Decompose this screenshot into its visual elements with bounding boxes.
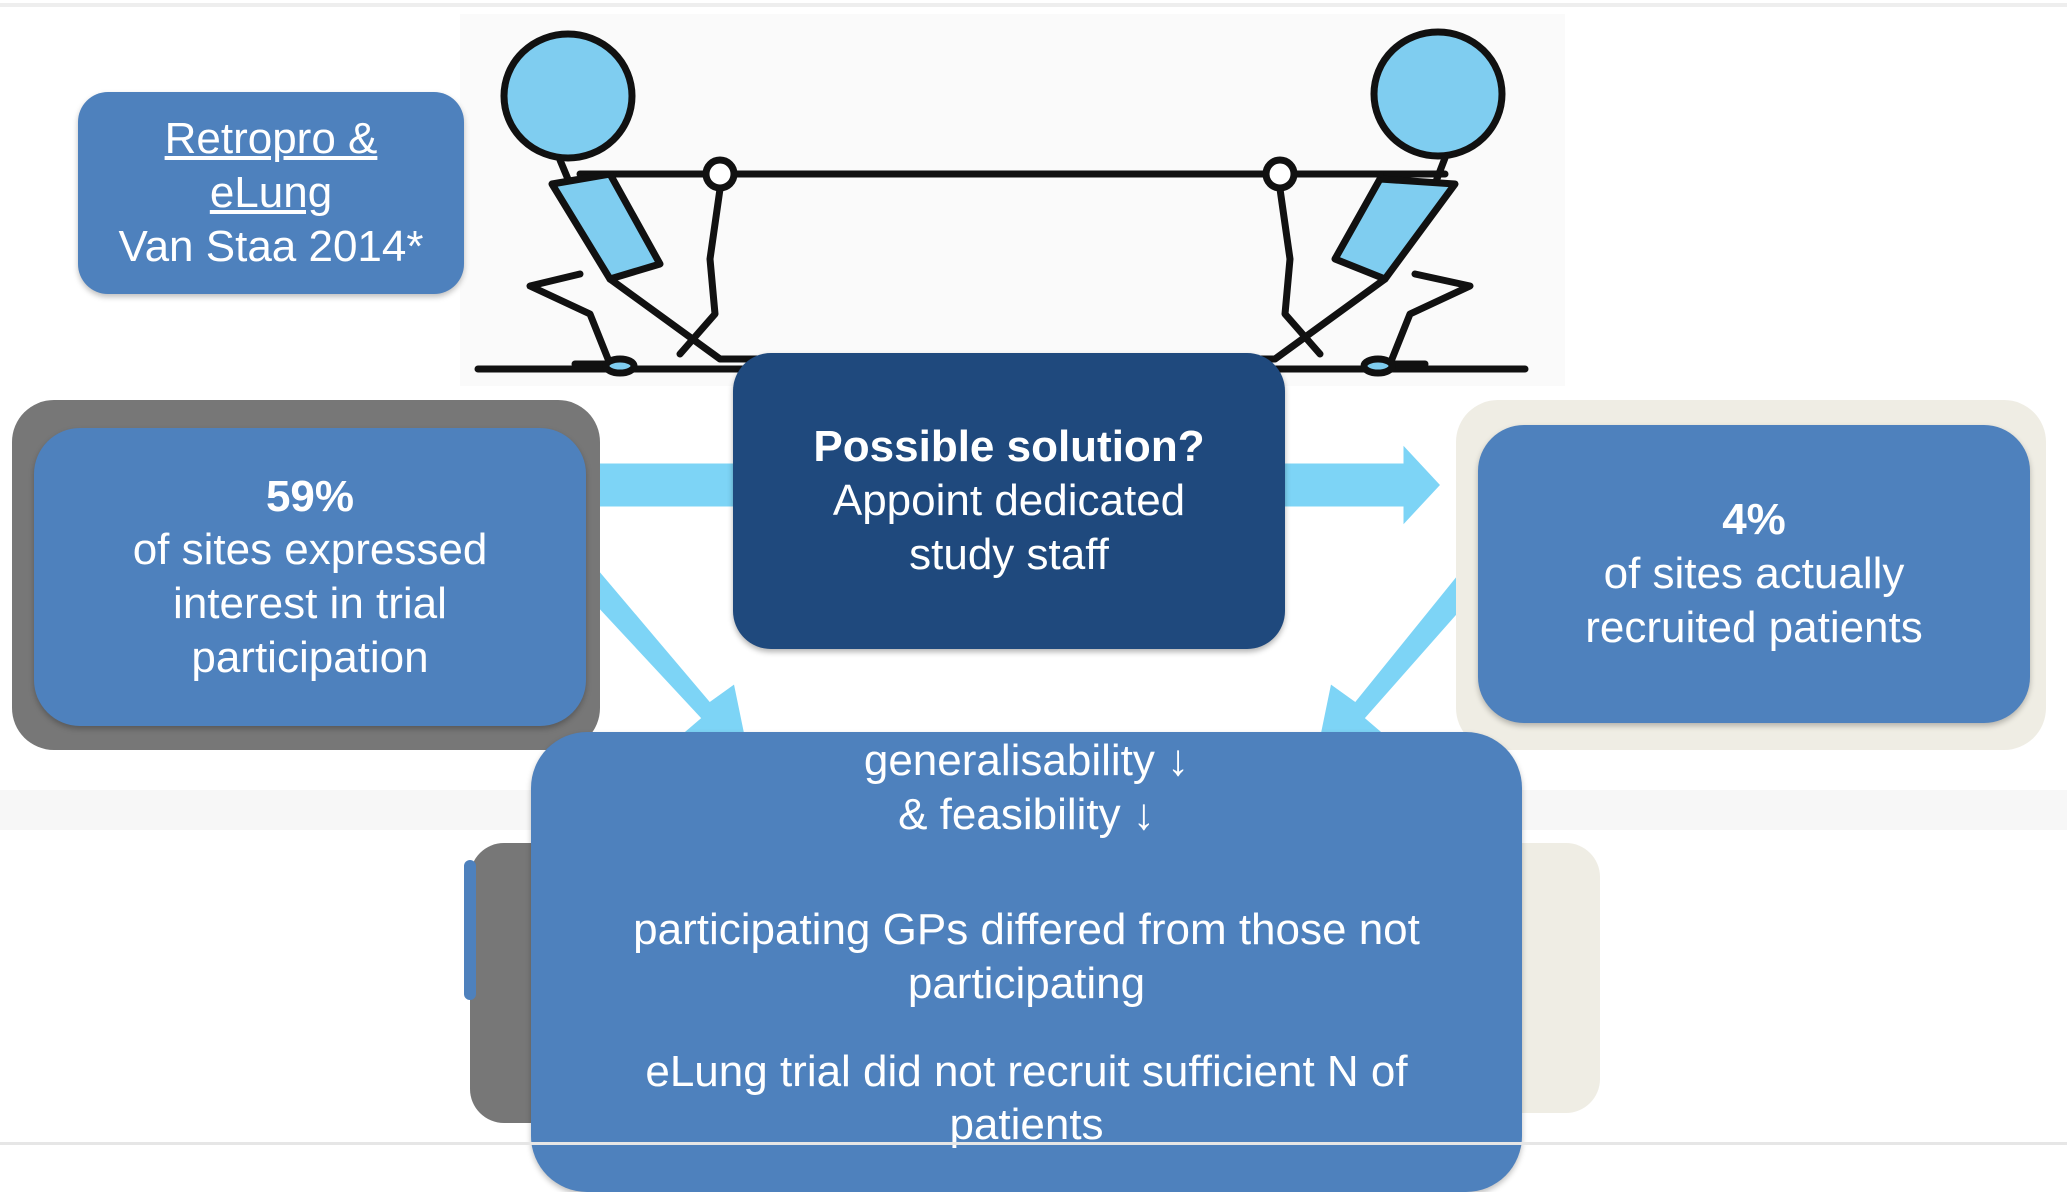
recruited-text-1: of sites actually	[1603, 549, 1905, 599]
generalisability-line: generalisability ↓	[863, 736, 1190, 785]
gp-difference-line-2: participating	[907, 959, 1146, 1009]
top-rule	[0, 3, 2067, 7]
solution-box: Possible solution? Appoint dedicated stu…	[733, 353, 1285, 649]
bottom-rule	[0, 1142, 2067, 1145]
recruited-stat: 4%	[1722, 495, 1786, 545]
interest-text-3: participation	[191, 632, 429, 682]
lower-blue-fragment	[464, 860, 476, 1000]
elung-recruit-line-2: patients	[949, 1100, 1104, 1150]
feasibility-line: & feasibility ↓	[898, 789, 1155, 839]
interest-stat: 59%	[265, 471, 355, 521]
left-diagonal-arrow	[577, 567, 752, 758]
solution-text-1: Appoint dedicated	[832, 476, 1186, 526]
recruited-text-2: recruited patients	[1585, 602, 1923, 652]
elung-recruit-line-1: eLung trial did not recruit sufficient N…	[645, 1046, 1408, 1096]
tug-of-war-illustration	[460, 14, 1565, 386]
gp-difference-line-1: participating GPs differed from those no…	[633, 905, 1420, 955]
interest-text-2: interest in trial	[173, 579, 447, 628]
citation-link-title[interactable]: Retropro &	[164, 114, 378, 164]
interest-text-1: of sites expressed	[132, 525, 488, 575]
citation-box: Retropro & eLung Van Staa 2014*	[78, 92, 464, 294]
interest-box: 59% of sites expressed interest in trial…	[34, 428, 586, 726]
solution-text-2: study staff	[909, 529, 1109, 579]
outcomes-box: generalisability ↓ & feasibility ↓ parti…	[531, 732, 1522, 1192]
citation-reference: Van Staa 2014*	[118, 221, 424, 271]
recruited-box: 4% of sites actually recruited patients	[1478, 425, 2030, 723]
solution-title: Possible solution?	[813, 422, 1205, 472]
citation-link-subtitle[interactable]: eLung	[209, 168, 333, 218]
